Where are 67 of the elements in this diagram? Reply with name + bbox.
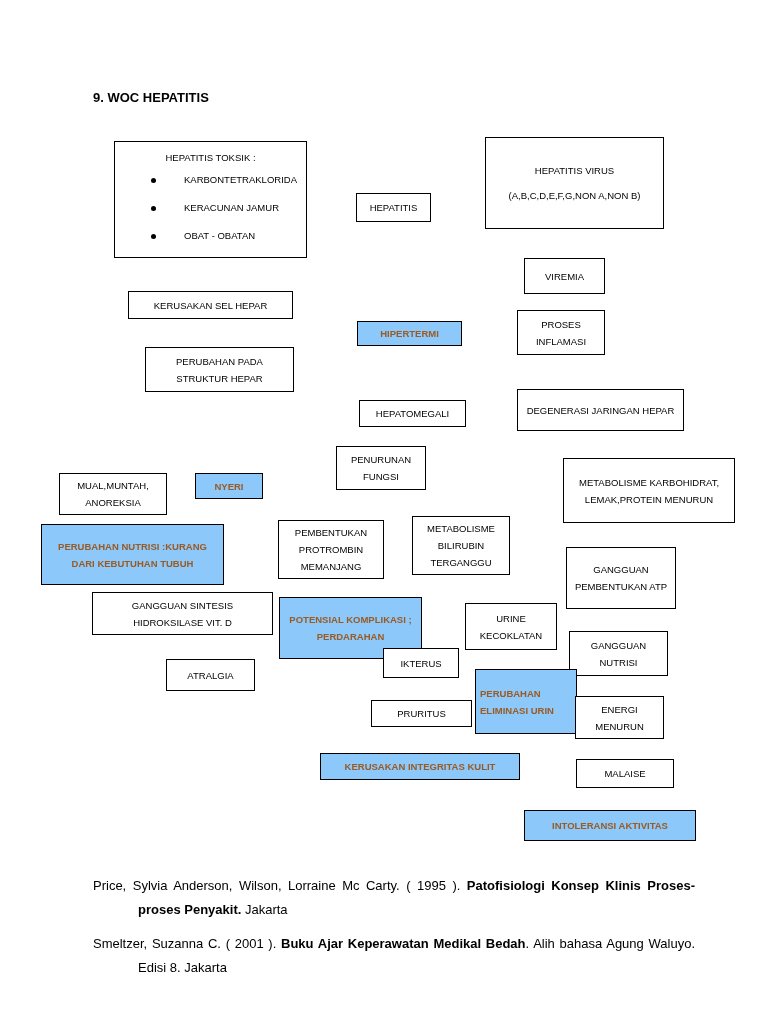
box-text: INTOLERANSI AKTIVITAS [552,819,668,833]
box-text: HEPATITIS TOKSIK : [165,151,256,165]
box-text: DEGENERASI JARINGAN HEPAR [526,403,675,418]
box-text: PEMBENTUKAN PROTROMBIN MEMANJANG [293,526,369,574]
process-box [356,193,431,222]
process-box [278,520,384,579]
process-box [576,759,674,788]
reference-text: Price, Sylvia Anderson, Wilson, Lorraine Mc Carty. ( 1995 ). Patofisiologi Konsep Klinis Proses-proses Penyakit. Jakarta [93,877,695,919]
process-box [465,603,557,650]
box-text: IKTERUS [400,656,442,671]
box-text: GANGGUAN SINTESIS HIDROKSILASE VIT. D [130,598,235,630]
diagnosis-box [195,473,263,499]
reference-text: Smeltzer, Suzanna C. ( 2001 ). Buku Ajar Keperawatan Medikal Bedah. Alih bahasa Agung Waluyo. Edisi 8. Jakarta [93,935,695,977]
box-text: PERUBAHAN NUTRISI :KURANG DARI KEBUTUHAN TUBUH [57,539,208,571]
box-text: URINE KECOKLATAN [478,611,544,643]
box-text: NYERI [214,479,244,494]
box-text: HIPERTERMI [380,327,439,341]
box-text: OBAT - OBATAN [184,229,256,243]
box-text: KARBONTETRAKLORIDA [184,173,297,187]
process-box [517,310,605,355]
box-text: GANGGUAN PEMBENTUKAN ATP [573,563,669,594]
box-text: PERUBAHAN PADA STRUKTUR HEPAR [175,354,264,386]
process-box [114,141,307,258]
box-text: ATRALGIA [187,668,234,683]
process-box [412,516,510,575]
process-box [569,631,668,676]
diagnosis-box [279,597,422,659]
process-box [359,400,466,427]
box-text: HEPATITIS [369,201,418,215]
box-text: PRURITUS [397,707,446,721]
process-box [383,648,459,678]
diagnosis-box [41,524,224,585]
box-text: HEPATOMEGALI [375,407,450,421]
box-text: VIREMIA [544,269,585,284]
box-text: POTENSIAL KOMPLIKASI ; PERDARAHAN [288,613,413,644]
box-text: METABOLISME KARBOHIDRAT, LEMAK,PROTEIN MENURUN [577,475,721,507]
process-box [92,592,273,635]
box-text: KERUSAKAN INTEGRITAS KULIT [344,760,496,774]
diagnosis-box [524,810,696,841]
box-text: PROSES INFLAMASI [534,317,588,349]
process-box [128,291,293,319]
process-box [336,446,426,490]
process-box [524,258,605,294]
box-text: MALAISE [604,767,646,781]
box-text: KERUSAKAN SEL HEPAR [153,298,268,313]
process-box [517,389,684,431]
title: 9. WOC HEPATITIS [93,89,209,107]
diagnosis-box [475,669,577,734]
diagnosis-box [357,321,462,346]
diagnosis-box [320,753,520,780]
box-text: HEPATITIS VIRUS [534,164,615,178]
box-text: PENURUNAN FUNGSI [349,453,413,484]
box-text: MUAL,MUNTAH, ANOREKSIA [76,479,150,510]
process-box [371,700,472,727]
box-text: METABOLISME BILIRUBIN TERGANGGU [426,522,496,570]
box-text: PERUBAHAN ELIMINASI URIN [480,686,555,718]
process-box [59,473,167,515]
process-box [145,347,294,392]
process-box [166,659,255,691]
process-box [566,547,676,609]
process-box [563,458,735,523]
box-text: ENERGI MENURUN [594,702,645,734]
process-box [485,137,664,229]
process-box [575,696,664,739]
box-text: KERACUNAN JAMUR [184,201,279,215]
box-text: (A,B,C,D,E,F,G,NON A,NON B) [508,189,641,203]
box-text: GANGGUAN NUTRISI [589,638,648,670]
